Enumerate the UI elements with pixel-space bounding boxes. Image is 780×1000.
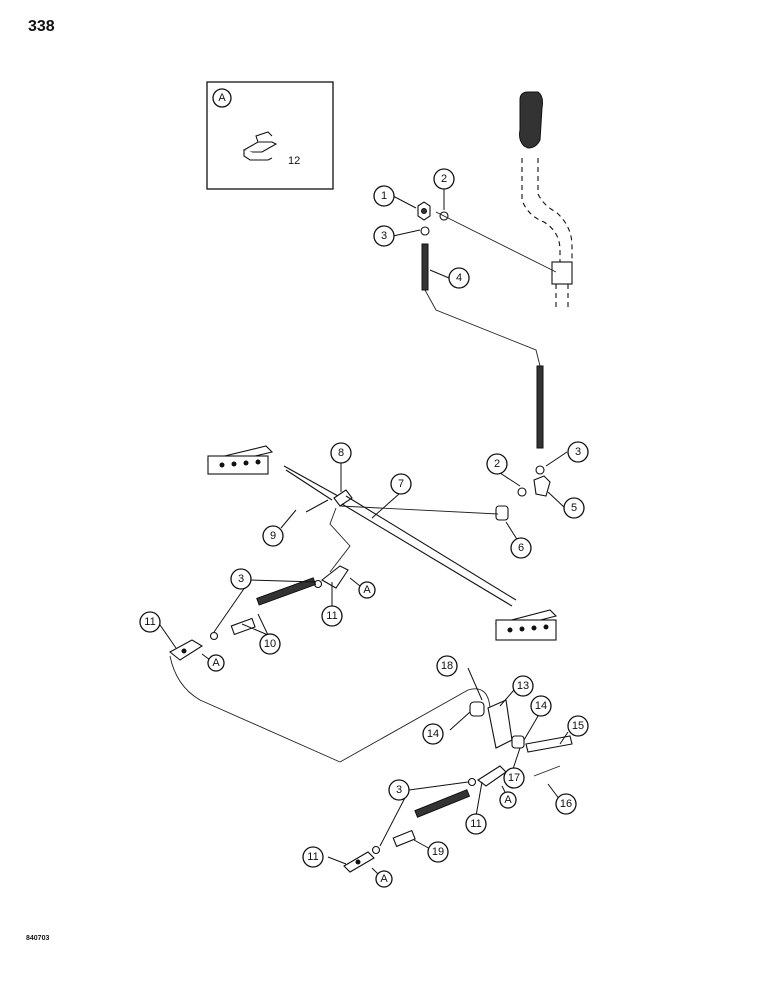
callout-17: 17: [503, 767, 525, 789]
lower-turnbuckle: [343, 765, 507, 873]
callout-11: 11: [139, 611, 161, 633]
svg-text:3: 3: [238, 573, 244, 585]
callout-3: 3: [388, 779, 410, 801]
callouts: 1 2 3 4 2 3 5 6 7 8 9 3 10 11 11 11 18 1…: [139, 168, 589, 868]
view-ref-a: A: [201, 653, 225, 672]
callout-3: 3: [567, 441, 589, 463]
svg-text:3: 3: [575, 446, 581, 458]
view-ref-a: A: [499, 785, 517, 809]
inset-label: A: [218, 92, 226, 104]
svg-text:A: A: [504, 794, 512, 806]
inset-part-callout: 12: [288, 155, 300, 167]
svg-text:10: 10: [264, 638, 276, 650]
callout-3: 3: [230, 568, 252, 590]
view-ref-a: A: [371, 867, 393, 888]
svg-text:7: 7: [398, 478, 404, 490]
svg-text:14: 14: [427, 728, 439, 740]
callout-5: 5: [563, 497, 585, 519]
svg-text:16: 16: [560, 798, 572, 810]
detail-inset: A 12: [206, 81, 334, 190]
callout-11: 11: [321, 605, 343, 627]
callout-11: 11: [465, 813, 487, 835]
svg-text:A: A: [363, 584, 371, 596]
svg-text:14: 14: [535, 700, 547, 712]
figure-code: 840703: [26, 935, 50, 942]
callout-7: 7: [390, 473, 412, 495]
svg-text:11: 11: [307, 851, 318, 863]
svg-text:A: A: [380, 873, 388, 885]
svg-text:9: 9: [270, 530, 276, 542]
callout-2: 2: [486, 453, 508, 475]
cross-shaft: [206, 445, 558, 641]
callout-14: 14: [422, 723, 444, 745]
callout-3: 3: [373, 225, 395, 247]
svg-text:2: 2: [441, 173, 447, 185]
callout-9: 9: [262, 525, 284, 547]
svg-text:2: 2: [494, 458, 500, 470]
callout-16: 16: [555, 793, 577, 815]
svg-text:13: 13: [517, 680, 529, 692]
callout-13: 13: [512, 675, 534, 697]
view-ref-a: A: [349, 577, 376, 599]
svg-text:4: 4: [456, 272, 462, 284]
callout-18: 18: [436, 655, 458, 677]
svg-text:3: 3: [396, 784, 402, 796]
svg-text:15: 15: [572, 720, 584, 732]
upper-pivot: [417, 201, 557, 273]
svg-text:17: 17: [508, 772, 520, 784]
upper-rod: [421, 243, 544, 449]
callout-19: 19: [427, 841, 449, 863]
svg-text:5: 5: [571, 502, 577, 514]
callout-11: 11: [302, 846, 324, 868]
callout-8: 8: [330, 442, 352, 464]
callout-14: 14: [530, 695, 552, 717]
svg-text:11: 11: [144, 616, 155, 628]
svg-text:3: 3: [381, 230, 387, 242]
right-pivot: [495, 465, 551, 521]
svg-text:6: 6: [518, 542, 524, 554]
bell-crank: [339, 688, 573, 777]
upper-turnbuckle: [169, 565, 349, 763]
view-refs: A A A A: [201, 577, 517, 888]
callout-10: 10: [259, 633, 281, 655]
svg-text:A: A: [212, 657, 220, 669]
shift-lever: [519, 91, 573, 310]
page-number: 338: [28, 18, 55, 35]
svg-text:11: 11: [326, 610, 337, 622]
callout-4: 4: [448, 267, 470, 289]
svg-text:1: 1: [381, 190, 387, 202]
svg-text:18: 18: [441, 660, 453, 672]
svg-text:11: 11: [470, 818, 481, 830]
callout-6: 6: [510, 537, 532, 559]
svg-text:19: 19: [432, 846, 444, 858]
callout-15: 15: [567, 715, 589, 737]
leader-lines: [157, 188, 569, 865]
svg-text:8: 8: [338, 447, 344, 459]
clip-part: [242, 131, 278, 161]
callout-2: 2: [433, 168, 455, 190]
callout-1: 1: [373, 185, 395, 207]
